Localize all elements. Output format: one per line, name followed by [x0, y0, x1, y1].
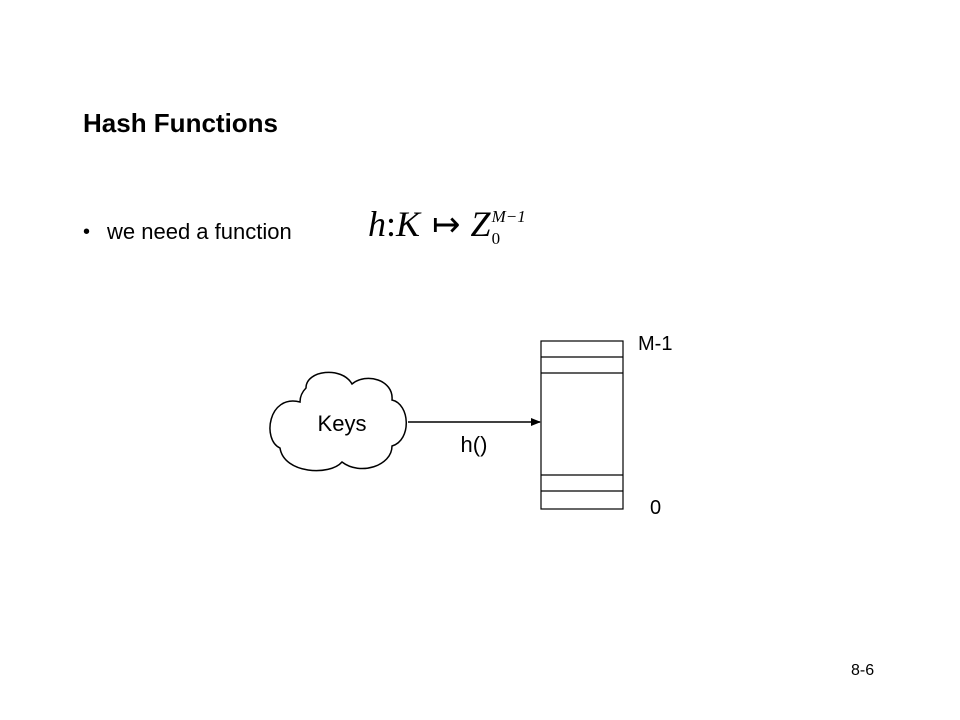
page-number: 8-6 [851, 662, 875, 679]
bullet-text: we need a function [107, 219, 292, 244]
cloud-label: Keys [318, 411, 367, 436]
bullet-dot-icon: • [83, 220, 91, 243]
formula-function: h [368, 204, 386, 244]
formula-subscript: 0 [491, 229, 501, 248]
bottom-index-label: 0 [650, 497, 661, 519]
slide-title: Hash Functions [83, 108, 279, 138]
formula-domain: K [396, 204, 421, 244]
formula-codomain: Z [470, 204, 491, 244]
top-index-label: M-1 [638, 333, 672, 355]
arrow-label: h() [461, 432, 488, 457]
bullet-item: • we need a function [83, 219, 292, 245]
hash-table-body [540, 340, 624, 510]
maps-to-icon: ↦ [432, 207, 461, 244]
formula-colon: : [386, 204, 397, 244]
hash-table [540, 340, 624, 510]
keys-cloud-icon [269, 371, 407, 472]
formula-superscript: M−1 [491, 207, 526, 226]
